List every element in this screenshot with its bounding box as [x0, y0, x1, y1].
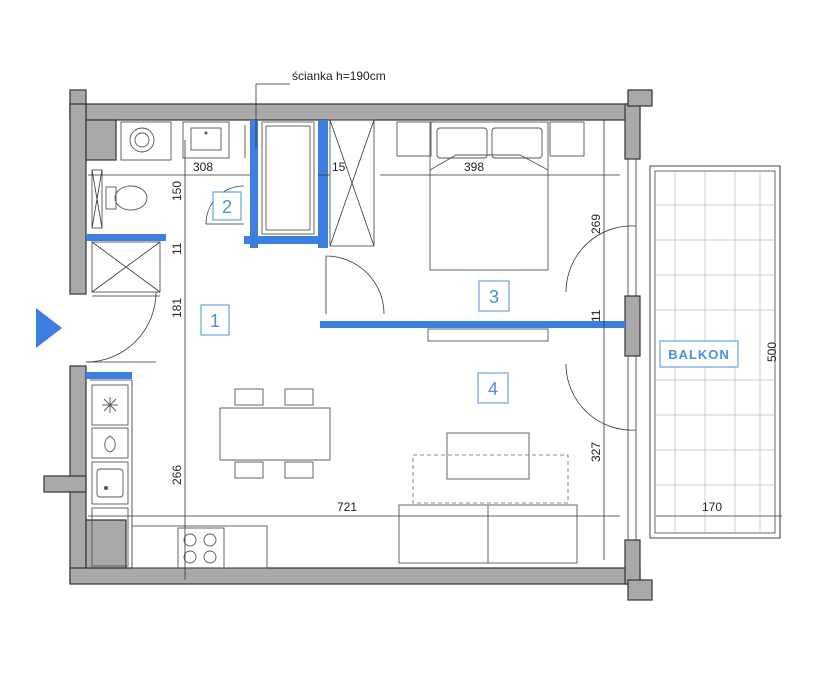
wall-height-annotation: ścianka h=190cm: [292, 69, 386, 83]
cooktop-icon: [177, 527, 225, 569]
room-4-box: [477, 372, 509, 404]
dishwasher-icon: [104, 435, 116, 453]
balcony-label-box: [659, 340, 739, 368]
balcony-windows: [565, 159, 637, 540]
balcony-label: BALKON: [668, 347, 730, 362]
entrance-arrow-icon: [36, 308, 62, 348]
dimension-266: 266: [170, 465, 184, 485]
sink-counter: [182, 121, 230, 159]
partition-walls: [86, 120, 625, 379]
dimension-150: 150: [170, 181, 184, 201]
dimension-398: 398: [464, 160, 484, 174]
room-2-label: 2: [222, 197, 232, 217]
dimension-lines: [88, 83, 782, 580]
dimension-308: 308: [193, 160, 213, 174]
dimension-11-right: 11: [589, 309, 603, 322]
toilet-icon: [105, 185, 148, 211]
living-area: [85, 291, 578, 564]
dimension-500: 500: [765, 342, 779, 362]
dimension-181: 181: [170, 298, 184, 318]
dimension-327: 327: [589, 442, 603, 462]
dimension-11-left: 11: [170, 242, 184, 255]
sink-icon: [91, 461, 129, 505]
room-4-label: 4: [488, 379, 498, 399]
dining-table: [219, 407, 331, 461]
room-3-box: [478, 280, 510, 312]
kitchen: [90, 379, 268, 569]
balcony: BALKON: [649, 165, 781, 539]
snowflake-icon: [102, 397, 118, 413]
room-3-label: 3: [489, 287, 499, 307]
fridge: [91, 384, 129, 426]
bathroom: [91, 119, 375, 297]
room-1-label: 1: [210, 311, 220, 331]
room-1-box: [200, 304, 230, 336]
room-2-box: [212, 191, 242, 221]
dimension-269: 269: [589, 214, 603, 234]
washing-machine-icon: [129, 127, 155, 153]
bedroom: [325, 121, 585, 342]
dimension-721: 721: [337, 500, 357, 514]
dimension-15: 15: [332, 160, 346, 174]
outer-walls: [43, 89, 653, 601]
dimension-170: 170: [702, 500, 722, 514]
